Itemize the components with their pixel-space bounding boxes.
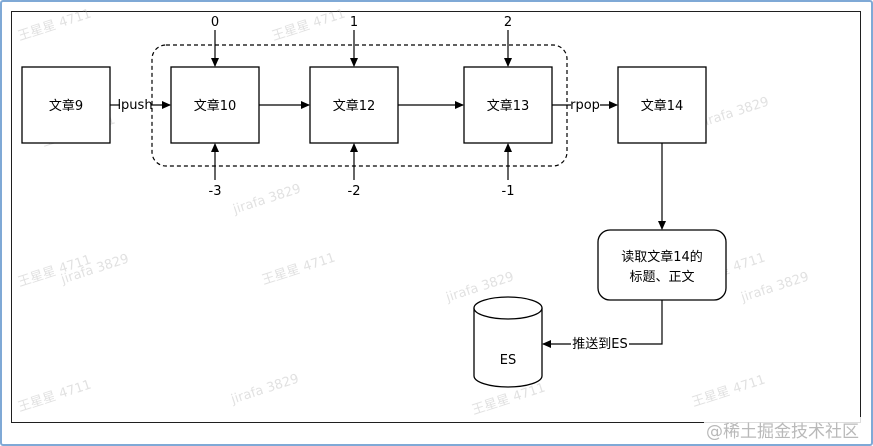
label-article9: 文章9 <box>49 98 83 114</box>
label-article14: 文章14 <box>641 98 684 114</box>
index-top-2: 2 <box>504 15 512 30</box>
edge-read-es-a <box>629 300 663 345</box>
es-database-icon <box>473 296 543 388</box>
index-bottom-neg1: -1 <box>502 184 515 199</box>
label-article10: 文章10 <box>194 98 237 114</box>
label-article12: 文章12 <box>333 98 376 114</box>
label-read-line2: 标题、正文 <box>629 270 694 285</box>
credit-watermark: @稀土掘金技术社区 <box>704 417 861 442</box>
box-read-article14 <box>597 229 727 301</box>
box-article9 <box>21 66 111 144</box>
label-es: ES <box>500 353 516 368</box>
index-bottom-neg3: -3 <box>209 184 222 199</box>
box-article12 <box>309 66 399 144</box>
box-article14 <box>617 66 707 144</box>
edge-label-push-es: 推送到ES <box>572 337 627 352</box>
label-article13: 文章13 <box>487 98 530 114</box>
edge-label-lpush: lpush <box>117 98 152 113</box>
index-top-0: 0 <box>211 15 219 30</box>
edge-label-rpop: rpop <box>570 98 600 113</box>
diagram-canvas <box>11 11 861 423</box>
label-read-line1: 读取文章14的 <box>621 249 703 265</box>
index-top-1: 1 <box>350 15 358 30</box>
box-article10 <box>170 66 260 144</box>
index-bottom-neg2: -2 <box>348 184 361 199</box>
